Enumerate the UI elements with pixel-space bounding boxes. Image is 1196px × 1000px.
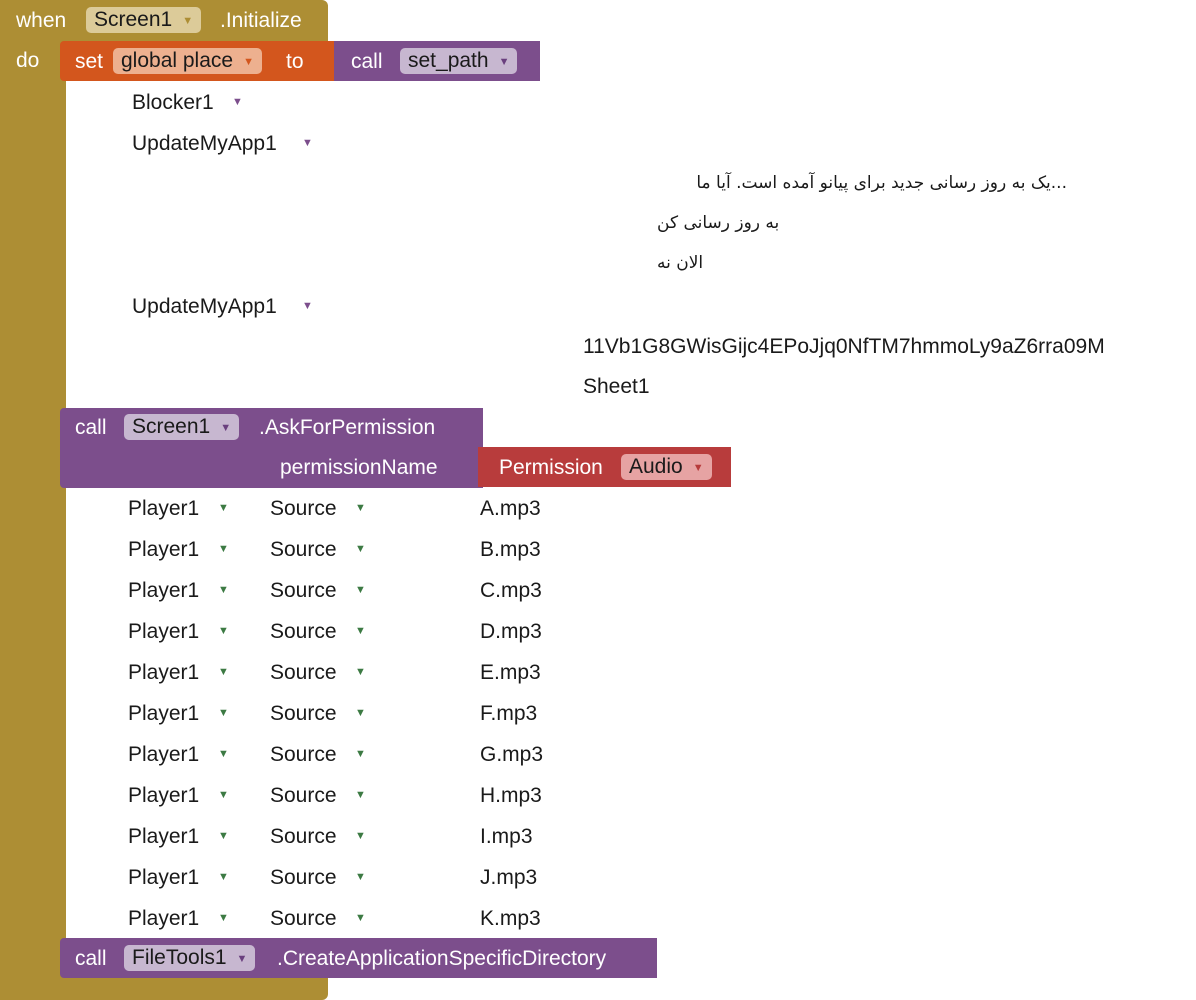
player-component[interactable]: Player1 [128, 497, 200, 520]
property-name[interactable]: Source [270, 743, 337, 766]
permission-dropdown[interactable]: Audio ▼ [621, 454, 712, 480]
call-label: call [351, 50, 383, 73]
triangle-down-icon[interactable]: ▼ [302, 137, 313, 149]
property-name[interactable]: Source [270, 784, 337, 807]
procedure-dropdown[interactable]: set_path ▼ [400, 48, 518, 74]
source-file-text: J.mp3 [480, 866, 538, 889]
triangle-down-icon[interactable]: ▼ [355, 666, 366, 678]
source-file-text: G.mp3 [480, 743, 544, 766]
triangle-down-icon[interactable]: ▼ [355, 871, 366, 883]
component-name: Screen1 [132, 415, 211, 438]
component-name: FileTools1 [132, 946, 227, 969]
property-name[interactable]: Source [270, 579, 337, 602]
triangle-down-icon[interactable]: ▼ [355, 912, 366, 924]
triangle-down-icon: ▼ [220, 422, 232, 434]
property-name[interactable]: Source [270, 825, 337, 848]
blocker-component[interactable]: Blocker1 [132, 91, 214, 114]
call-label: call [75, 947, 107, 970]
event-block-notch [58, 42, 66, 978]
player-component[interactable]: Player1 [128, 784, 200, 807]
player-component[interactable]: Player1 [128, 907, 200, 930]
player-component[interactable]: Player1 [128, 825, 200, 848]
player-component[interactable]: Player1 [128, 702, 200, 725]
source-file-text: C.mp3 [480, 579, 542, 602]
update-component-2[interactable]: UpdateMyApp1 [132, 295, 277, 318]
permission-label: Permission [499, 456, 603, 479]
triangle-down-icon[interactable]: ▼ [218, 748, 229, 760]
triangle-down-icon: ▼ [236, 953, 248, 965]
screen-component-dropdown[interactable]: Screen1 ▼ [124, 414, 240, 440]
property-name[interactable]: Source [270, 497, 337, 520]
triangle-down-icon: ▼ [182, 15, 194, 27]
sheet-id-text: 11Vb1G8GWisGijc4EPoJjq0NfTM7hmmoLy9aZ6rr… [583, 335, 1105, 358]
triangle-down-icon: ▼ [692, 462, 704, 474]
triangle-down-icon: ▼ [243, 56, 254, 68]
property-name[interactable]: Source [270, 661, 337, 684]
triangle-down-icon[interactable]: ▼ [355, 502, 366, 514]
triangle-down-icon[interactable]: ▼ [218, 666, 229, 678]
update-now-text: به روز رسانی کن [657, 213, 780, 233]
triangle-down-icon[interactable]: ▼ [218, 543, 229, 555]
triangle-down-icon[interactable]: ▼ [218, 707, 229, 719]
player-component[interactable]: Player1 [128, 620, 200, 643]
update-component-1[interactable]: UpdateMyApp1 [132, 132, 277, 155]
do-label: do [16, 49, 40, 72]
method-name: .CreateApplicationSpecificDirectory [277, 947, 607, 970]
triangle-down-icon[interactable]: ▼ [232, 96, 243, 108]
method-name: .AskForPermission [259, 416, 436, 439]
triangle-down-icon[interactable]: ▼ [355, 789, 366, 801]
procedure-name: set_path [408, 49, 489, 72]
triangle-down-icon[interactable]: ▼ [218, 625, 229, 637]
property-name[interactable]: Source [270, 907, 337, 930]
not-now-text: الان نه [657, 253, 704, 273]
player-component[interactable]: Player1 [128, 538, 200, 561]
player-component[interactable]: Player1 [128, 579, 200, 602]
param-label: permissionName [280, 456, 438, 479]
source-file-text: E.mp3 [480, 661, 541, 684]
triangle-down-icon[interactable]: ▼ [355, 625, 366, 637]
update-message-text: ...یک به روز رسانی جدید برای پیانو آمده … [696, 173, 1067, 193]
source-file-text: I.mp3 [480, 825, 533, 848]
component-dropdown-screen1[interactable]: Screen1 ▼ [86, 7, 202, 33]
triangle-down-icon[interactable]: ▼ [355, 584, 366, 596]
event-block-footer [0, 978, 328, 1000]
variable-name: global place [121, 49, 234, 72]
triangle-down-icon[interactable]: ▼ [218, 830, 229, 842]
triangle-down-icon[interactable]: ▼ [355, 830, 366, 842]
triangle-down-icon[interactable]: ▼ [218, 871, 229, 883]
source-file-text: F.mp3 [480, 702, 538, 725]
source-file-text: A.mp3 [480, 497, 541, 520]
source-file-text: D.mp3 [480, 620, 542, 643]
triangle-down-icon[interactable]: ▼ [218, 789, 229, 801]
triangle-down-icon[interactable]: ▼ [218, 912, 229, 924]
source-file-text: H.mp3 [480, 784, 542, 807]
when-label: when [16, 9, 67, 32]
event-block-body [0, 42, 58, 1000]
triangle-down-icon[interactable]: ▼ [355, 707, 366, 719]
triangle-down-icon[interactable]: ▼ [355, 543, 366, 555]
property-name[interactable]: Source [270, 702, 337, 725]
property-name[interactable]: Source [270, 538, 337, 561]
player-component[interactable]: Player1 [128, 743, 200, 766]
filetools-component-dropdown[interactable]: FileTools1 ▼ [124, 945, 256, 971]
triangle-down-icon[interactable]: ▼ [218, 584, 229, 596]
call-label: call [75, 416, 107, 439]
triangle-down-icon[interactable]: ▼ [218, 502, 229, 514]
source-file-text: B.mp3 [480, 538, 541, 561]
event-name: .Initialize [220, 9, 302, 32]
permission-value: Audio [629, 455, 683, 478]
sheet-name-text: Sheet1 [583, 375, 650, 398]
set-label: set [75, 50, 104, 73]
variable-dropdown[interactable]: global place ▼ [113, 48, 262, 74]
player-component[interactable]: Player1 [128, 661, 200, 684]
property-name[interactable]: Source [270, 866, 337, 889]
component-name: Screen1 [94, 8, 173, 31]
property-name[interactable]: Source [270, 620, 337, 643]
player-component[interactable]: Player1 [128, 866, 200, 889]
triangle-down-icon[interactable]: ▼ [355, 748, 366, 760]
triangle-down-icon: ▼ [498, 56, 510, 68]
source-file-text: K.mp3 [480, 907, 541, 930]
to-label: to [286, 50, 304, 73]
triangle-down-icon[interactable]: ▼ [302, 300, 313, 312]
